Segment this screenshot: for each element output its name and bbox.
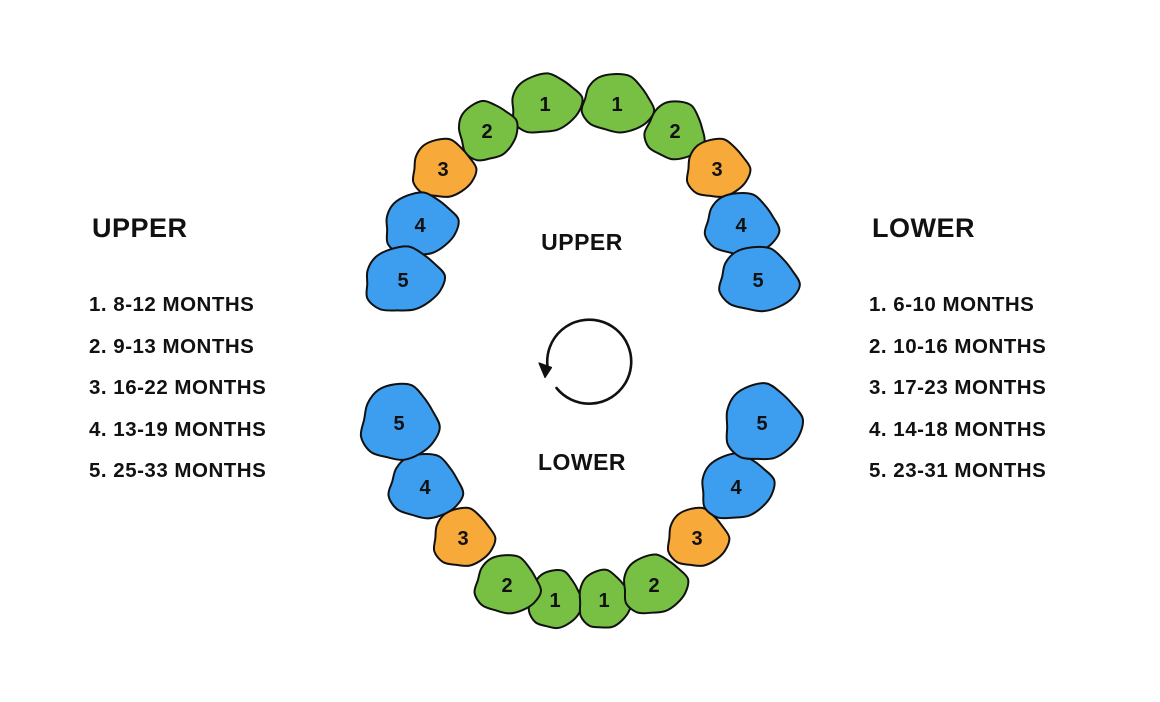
lower-tooth-5-left — [359, 382, 441, 461]
lower-tooth-number: 5 — [393, 413, 404, 435]
upper-tooth-1-right — [580, 73, 656, 134]
upper-arch: 1 1 2 2 3 3 4 4 5 5 — [365, 72, 801, 313]
upper-tooth-number: 5 — [752, 270, 763, 292]
upper-eruption-item-2: 2. 9-13 MONTHS — [89, 334, 255, 358]
upper-tooth-number: 1 — [539, 94, 550, 116]
lower-arch: 1 1 2 2 3 3 4 4 5 5 — [359, 382, 805, 630]
upper-eruption-item-3: 3. 16-22 MONTHS — [89, 376, 267, 399]
lower-eruption-panel: LOWER 1. 6-10 MONTHS 2. 10-16 MONTHS 3. … — [869, 212, 1046, 492]
upper-tooth-2-left — [457, 99, 519, 162]
upper-tooth-number: 3 — [437, 159, 448, 181]
lower-tooth-number: 5 — [756, 413, 767, 435]
upper-tooth-5-right — [718, 245, 801, 313]
upper-tooth-3-left — [411, 137, 478, 198]
lower-eruption-item-4: 4. 14-18 MONTHS — [869, 417, 1047, 441]
upper-tooth-number: 2 — [669, 121, 680, 143]
upper-panel-title: UPPER — [92, 213, 188, 243]
lower-tooth-shape — [473, 554, 542, 615]
lower-tooth-shape — [387, 453, 465, 520]
upper-eruption-item-1: 1. 8-12 MONTHS — [89, 293, 255, 316]
lower-tooth-shape — [623, 553, 690, 615]
upper-tooth-shape — [385, 191, 460, 256]
lower-tooth-2-left — [473, 554, 542, 615]
upper-tooth-shape — [580, 73, 656, 134]
rotate-counterclockwise-icon — [538, 318, 633, 405]
upper-tooth-shape — [643, 100, 706, 161]
lower-arch-label: LOWER — [538, 449, 626, 475]
lower-tooth-1-right — [578, 568, 634, 629]
upper-tooth-2-right — [643, 100, 706, 161]
upper-eruption-list: 1. 8-12 MONTHS 2. 9-13 MONTHS 3. 16-22 M… — [89, 284, 266, 492]
lower-tooth-number: 2 — [501, 575, 512, 597]
lower-tooth-number: 1 — [549, 590, 560, 612]
lower-tooth-number: 2 — [648, 575, 659, 597]
lower-eruption-item-5: 5. 23-31 MONTHS — [869, 459, 1047, 482]
upper-tooth-shape — [411, 137, 478, 198]
upper-eruption-panel: UPPER 1. 8-12 MONTHS 2. 9-13 MONTHS 3. 1… — [89, 212, 266, 492]
lower-tooth-shape — [725, 382, 805, 461]
upper-tooth-shape — [365, 245, 447, 312]
lower-tooth-3-left — [432, 506, 497, 567]
upper-eruption-item-5: 5. 25-33 MONTHS — [89, 459, 267, 482]
lower-eruption-item-3: 3. 17-23 MONTHS — [869, 376, 1047, 399]
upper-tooth-4-left — [385, 191, 460, 256]
lower-eruption-list: 1. 6-10 MONTHS 2. 10-16 MONTHS 3. 17-23 … — [869, 284, 1046, 492]
upper-tooth-shape — [457, 99, 519, 162]
lower-eruption-item-2: 2. 10-16 MONTHS — [869, 334, 1047, 358]
upper-arch-label: UPPER — [541, 229, 623, 255]
upper-tooth-number: 3 — [711, 159, 722, 181]
lower-tooth-5-right — [725, 382, 805, 461]
lower-tooth-shape — [578, 568, 634, 629]
lower-tooth-number: 1 — [598, 590, 609, 612]
upper-tooth-number: 2 — [481, 121, 492, 143]
upper-tooth-number: 4 — [735, 215, 747, 237]
lower-tooth-number: 4 — [419, 477, 431, 499]
upper-eruption-item-4: 4. 13-19 MONTHS — [89, 417, 267, 441]
lower-tooth-4-left — [387, 453, 465, 520]
upper-tooth-1-left — [511, 72, 584, 134]
upper-tooth-number: 1 — [611, 94, 622, 116]
lower-tooth-2-right — [623, 553, 690, 615]
upper-tooth-shape — [718, 245, 801, 313]
lower-tooth-number: 4 — [730, 477, 742, 499]
lower-tooth-number: 3 — [691, 528, 702, 550]
upper-tooth-number: 4 — [414, 215, 426, 237]
lower-eruption-item-1: 1. 6-10 MONTHS — [869, 293, 1035, 316]
lower-tooth-shape — [432, 506, 497, 567]
upper-tooth-shape — [511, 72, 584, 134]
lower-panel-title: LOWER — [872, 213, 975, 243]
lower-tooth-shape — [359, 382, 441, 461]
upper-tooth-5-left — [365, 245, 447, 312]
lower-tooth-number: 3 — [457, 528, 468, 550]
upper-tooth-number: 5 — [397, 270, 408, 292]
